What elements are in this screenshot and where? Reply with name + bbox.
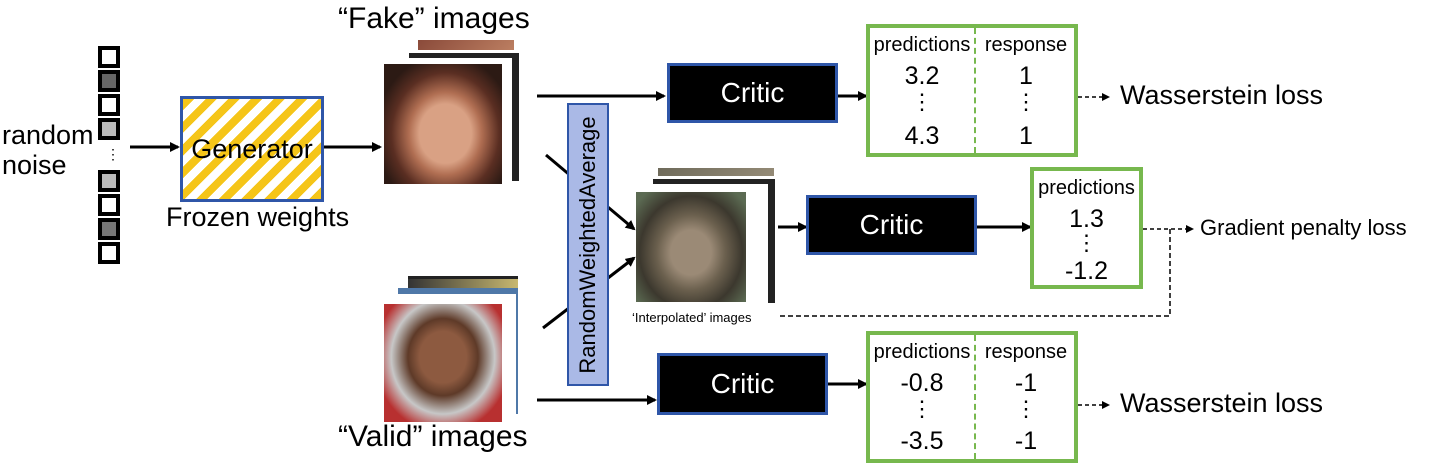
response-value: 1 (1019, 122, 1033, 150)
fake-images-caption: “Fake” images (338, 2, 530, 35)
response-value: -1 (1014, 427, 1038, 455)
generator-caption: Frozen weights (166, 202, 350, 232)
prediction-value: 4.3 (904, 122, 940, 150)
generator-label: Generator (191, 133, 313, 164)
wasserstein-loss-bottom: Wasserstein loss (1120, 388, 1324, 418)
predictions-header: predictions (873, 34, 971, 56)
predictions-header: predictions (873, 341, 971, 363)
interpolated-image-stack (636, 166, 780, 308)
critic-fake: Critic (667, 63, 838, 123)
dashed-interpolated-to-gp (780, 229, 1171, 317)
prediction-value: -1.2 (1064, 257, 1109, 285)
prediction-value: -0.8 (900, 369, 944, 397)
gradient-penalty-loss: Gradient penalty loss (1200, 215, 1407, 240)
response-value: -1 (1014, 369, 1038, 397)
noise-cell (98, 46, 120, 68)
noise-cell (98, 242, 120, 264)
ellipsis: ⋮ (911, 396, 933, 421)
predictions-table-middle: predictions 1.3 ⋮ -1.2 (1030, 167, 1143, 289)
predictions-header: predictions (1038, 177, 1135, 199)
interpolated-face-image (636, 192, 746, 302)
noise-vector (98, 46, 120, 264)
valid-image-stack (384, 276, 534, 426)
critic-label: Critic (710, 368, 775, 399)
valid-images-caption: “Valid” images (338, 420, 528, 453)
ellipsis: ⋮ (911, 89, 933, 114)
ellipsis: ⋮ (1015, 396, 1037, 421)
ellipsis: ⋮ (1075, 230, 1098, 255)
critic-label: Critic (859, 209, 924, 240)
rwa-label: RandomWeightedAverage (575, 115, 600, 374)
valid-face-image (384, 304, 502, 422)
noise-cell (98, 170, 120, 192)
noise-cell (98, 70, 120, 92)
critic-label: Critic (720, 77, 785, 108)
fake-face-image (384, 64, 502, 184)
random-weighted-average-block: RandomWeightedAverage (567, 103, 609, 386)
column-divider (974, 335, 976, 459)
response-value: 1 (1019, 62, 1033, 90)
noise-ellipsis: ⋮ (106, 146, 120, 162)
ellipsis: ⋮ (1015, 89, 1037, 114)
response-header: response (984, 34, 1068, 56)
critic-interpolated: Critic (806, 195, 977, 255)
fake-image-stack (384, 38, 534, 188)
prediction-value: -3.5 (900, 427, 944, 455)
predictions-table-top: predictions response 3.2 ⋮ 4.3 1 ⋮ 1 (866, 24, 1078, 157)
prediction-value: 3.2 (904, 62, 940, 90)
noise-cell (98, 218, 120, 240)
generator-box: Generator (180, 96, 324, 202)
prediction-value: 1.3 (1069, 205, 1104, 233)
response-header: response (984, 341, 1068, 363)
critic-valid: Critic (657, 353, 828, 415)
noise-cell (98, 94, 120, 116)
noise-label: random noise (2, 120, 94, 180)
noise-cell (98, 194, 120, 216)
interpolated-images-caption: ‘Interpolated’ images (632, 310, 752, 325)
predictions-table-bottom: predictions response -0.8 ⋮ -3.5 -1 ⋮ -1 (866, 331, 1078, 463)
noise-cell (98, 118, 120, 140)
wasserstein-loss-top: Wasserstein loss (1120, 80, 1324, 110)
column-divider (974, 28, 976, 153)
